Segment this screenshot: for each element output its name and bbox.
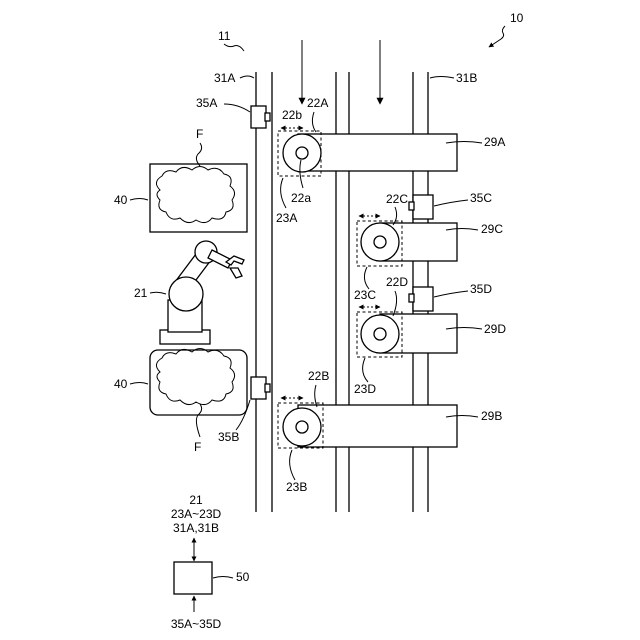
container-40-top [150,164,247,232]
roller-22B [283,408,321,446]
sensor-35A [251,106,270,128]
controller-outputs-line1: 21 [189,493,203,507]
controller-outputs-text: 21 23A~23D 31A,31B [171,493,222,535]
label-31B: 31B [456,71,477,85]
label-31B-group: 31B [430,71,477,85]
label-35A: 35A [196,96,217,110]
label-50: 50 [236,570,250,584]
label-22B-group: 22B [308,369,329,407]
label-11: 11 [218,29,231,43]
arm-29A [298,134,457,171]
label-23B-group: 23B [286,450,307,494]
roller-22C [361,223,399,261]
controller-outputs-line3: 31A,31B [173,521,219,535]
label-29B: 29B [481,409,502,423]
label-22a: 22a [291,191,311,205]
sensor-35C [409,195,433,219]
label-10: 10 [510,11,524,25]
sensor-35D [409,287,433,311]
label-40-top-group: 40 [114,193,148,207]
label-23C: 23C [354,288,376,302]
label-35A-group: 35A [196,96,250,112]
label-23D: 23D [354,382,376,396]
label-31A: 31A [214,71,235,85]
label-21: 21 [134,286,148,300]
label-40-top: 40 [114,193,128,207]
controller-50 [174,562,212,594]
label-35D-group: 35D [434,282,492,297]
label-10-group: 10 [489,11,524,47]
label-F-top-group: F [196,127,203,166]
label-50-group: 50 [213,570,250,584]
container-40-bottom [150,349,247,416]
label-22A: 22A [307,96,328,110]
label-35D: 35D [470,282,492,296]
label-23D-group: 23D [354,358,376,396]
rail-31A [256,72,272,512]
label-29A: 29A [484,135,505,149]
label-40-bottom-group: 40 [114,377,148,391]
label-22C-group: 22C [386,192,408,225]
label-11-group: 11 [218,29,244,51]
label-23C-group: 23C [354,267,376,302]
label-22C: 22C [386,192,408,206]
label-22B: 22B [308,369,329,383]
label-23B: 23B [286,480,307,494]
label-F-top: F [196,127,203,141]
label-F-bottom: F [194,440,201,454]
label-35B: 35B [218,430,239,444]
label-35C: 35C [470,191,492,205]
label-35C-group: 35C [434,191,492,206]
label-31A-group: 31A [214,71,254,85]
label-22D-group: 22D [386,275,408,316]
label-40-bottom: 40 [114,377,128,391]
roller-22A [283,134,321,172]
controller-outputs-line2: 23A~23D [171,507,222,521]
controller-inputs-text: 35A~35D [171,617,222,631]
label-29D: 29D [484,322,506,336]
label-23A: 23A [276,211,297,225]
robot-21 [160,241,244,344]
label-22A-group: 22A [307,96,328,132]
label-22b-group: 22b [282,108,302,122]
label-22D: 22D [386,275,408,289]
roller-22D [361,315,399,353]
label-22b: 22b [282,108,302,122]
arm-29B [298,405,457,447]
label-29C: 29C [481,222,503,236]
label-21-group: 21 [134,286,166,300]
sensor-35B [251,377,270,399]
